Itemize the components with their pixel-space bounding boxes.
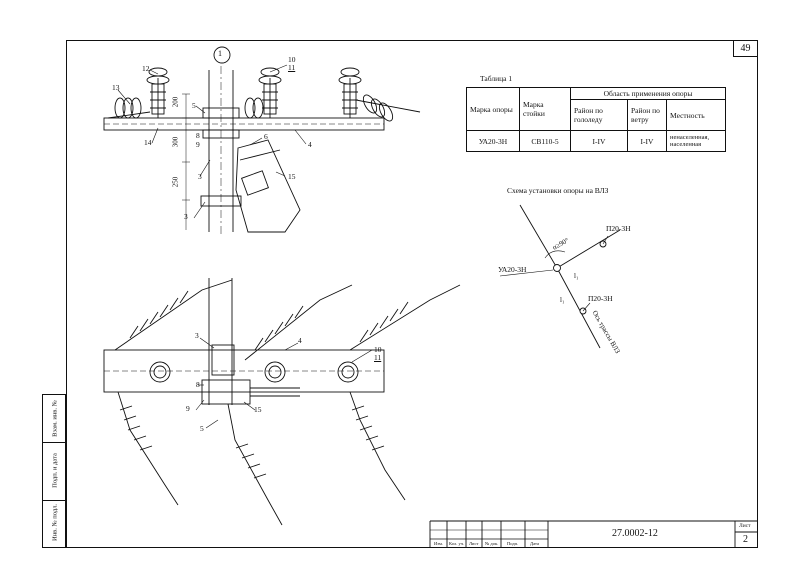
label-12: 12 bbox=[142, 64, 150, 73]
bottom-leaders bbox=[195, 337, 373, 429]
label-11-top: 11 bbox=[288, 63, 296, 72]
dim-250: 250 bbox=[171, 176, 180, 188]
label-4-top: 4 bbox=[308, 140, 312, 149]
top-dimensions bbox=[182, 93, 190, 230]
side-cell-sign: Подп. и дата bbox=[43, 443, 65, 501]
view-marker-label: 1 bbox=[218, 49, 222, 58]
label-3b: 3 bbox=[184, 212, 188, 221]
label-10-top: 10 bbox=[288, 55, 296, 64]
drawing-frame bbox=[66, 40, 758, 548]
label-11-bottom: 11 bbox=[374, 353, 382, 362]
th-wind: Район по ветру bbox=[627, 99, 667, 131]
clamp-mid bbox=[202, 129, 240, 139]
scheme-label-c: П20-3Н bbox=[588, 294, 613, 303]
bottom-bracket bbox=[211, 344, 235, 376]
scheme-l2: l₁ bbox=[560, 296, 565, 304]
tension-string-mid bbox=[244, 97, 264, 119]
scheme-label-b: П20-3Н bbox=[606, 224, 631, 233]
insulator-right-top bbox=[338, 67, 362, 118]
td-post: СВ110-5 bbox=[519, 130, 571, 152]
table-title: Таблица 1 bbox=[480, 74, 513, 83]
tb-col-5: Дата bbox=[530, 541, 539, 546]
string-lower-mid bbox=[227, 403, 283, 526]
dim-300: 300 bbox=[171, 136, 180, 148]
label-10-bottom: 10 bbox=[374, 345, 382, 354]
hole-right bbox=[337, 361, 359, 383]
dim-200: 200 bbox=[171, 96, 180, 108]
label-3-bottom: 3 bbox=[195, 331, 199, 340]
hole-mid bbox=[264, 361, 286, 383]
insulator-left-top bbox=[146, 67, 170, 118]
string-lower-left bbox=[117, 391, 179, 506]
brace-strut bbox=[235, 139, 301, 233]
bottom-pole bbox=[208, 278, 233, 405]
side-cell-repl: Взам. инв. № bbox=[43, 395, 65, 443]
label-14: 14 bbox=[144, 138, 152, 147]
brace-bracket bbox=[241, 170, 269, 196]
string-upper-mid bbox=[244, 284, 353, 361]
side-strip: Взам. инв. № Подп. и дата Инв. № подл. bbox=[42, 394, 66, 548]
string-upper-right bbox=[349, 284, 461, 351]
tb-col-3: № док. bbox=[485, 541, 499, 546]
label-15-bottom: 15 bbox=[254, 405, 262, 414]
tb-code: 27.0002-12 bbox=[612, 528, 658, 539]
insulator-mid-top bbox=[258, 67, 282, 118]
brace-band bbox=[239, 149, 281, 161]
label-13: 13 bbox=[112, 83, 120, 92]
string-upper-left bbox=[114, 279, 233, 351]
tension-string-right bbox=[355, 94, 421, 122]
label-9-bottom: 9 bbox=[186, 404, 190, 413]
sheet-number: 49 bbox=[733, 40, 758, 57]
bottom-clamp bbox=[201, 379, 251, 405]
tb-col-1: Кол. уч. bbox=[449, 541, 465, 546]
th-post: Марка стойки bbox=[519, 87, 571, 131]
top-leaders bbox=[117, 64, 307, 219]
label-8-top: 8 bbox=[196, 131, 200, 140]
title-block-grid bbox=[429, 520, 758, 548]
scheme-l1: l₁ bbox=[574, 272, 579, 280]
scheme-lines bbox=[499, 204, 621, 349]
tb-sheet-label: Лист bbox=[739, 523, 751, 529]
th-ice: Район по гололеду bbox=[570, 99, 628, 131]
clamp-bottom bbox=[200, 195, 242, 207]
tb-col-4: Подп. bbox=[507, 541, 519, 546]
tb-sheet-value: 2 bbox=[743, 534, 748, 545]
td-terrain: ненаселенная, населенная bbox=[666, 130, 726, 152]
string-lower-right bbox=[349, 391, 406, 501]
scheme-title: Схема установки опоры на ВЛЗ bbox=[507, 186, 609, 195]
tension-string-left bbox=[107, 97, 151, 119]
label-3a: 3 bbox=[198, 172, 202, 181]
hole-left bbox=[149, 361, 171, 383]
view-marker-circle bbox=[213, 46, 231, 64]
label-6: 6 bbox=[264, 132, 268, 141]
label-5-bottom: 5 bbox=[200, 424, 204, 433]
label-8-bottom: 8 bbox=[196, 380, 200, 389]
application-table: Марка опоры Марка стойки Область примене… bbox=[466, 87, 726, 152]
scheme-label-a: УА20-3Н bbox=[498, 265, 527, 274]
label-5-top: 5 bbox=[192, 101, 196, 110]
clamp-top bbox=[202, 107, 240, 119]
th-terrain: Местность bbox=[666, 99, 726, 131]
label-4-bottom: 4 bbox=[298, 336, 302, 345]
tb-col-0: Изм. bbox=[434, 541, 443, 546]
bottom-strut bbox=[250, 387, 300, 397]
label-15-top: 15 bbox=[288, 172, 296, 181]
tb-col-2: Лист bbox=[469, 541, 479, 546]
label-9-top: 9 bbox=[196, 140, 200, 149]
